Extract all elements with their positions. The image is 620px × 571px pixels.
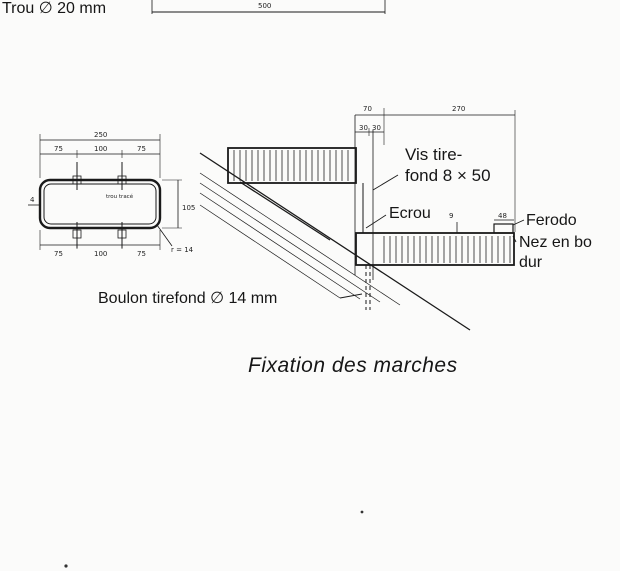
top-dim-label: 500 (258, 2, 271, 10)
lower-tread-grain (383, 236, 511, 263)
speck (64, 564, 68, 568)
vis-label-line2: fond 8 × 50 (405, 166, 491, 185)
top-dimension: 500 (151, 0, 386, 14)
dim-9: 9 (449, 212, 453, 220)
section-dim-a: 75 (54, 145, 63, 153)
dim-270: 270 (452, 105, 465, 113)
section-height: 105 (182, 204, 195, 212)
upper-tread-grain (233, 150, 349, 181)
section-dim-b-bottom: 100 (94, 250, 107, 258)
lower-tread (355, 232, 515, 266)
detail-dimensions: 70 30 30 270 48 9 (355, 105, 516, 234)
section-radius: r = 14 (171, 246, 194, 254)
riser-post (354, 115, 374, 310)
section-thickness: 4 (30, 196, 35, 204)
section-width-total: 250 (94, 131, 107, 139)
callout-leaders (339, 174, 525, 299)
dim-30b: 30 (372, 124, 381, 132)
section-dim-c-bottom: 75 (137, 250, 146, 258)
stringer-section: 250 75 100 75 75 100 75 105 4 r = 14 tro… (28, 131, 195, 258)
speck (360, 510, 364, 514)
upper-tread (227, 147, 357, 184)
section-dim-a-bottom: 75 (54, 250, 63, 258)
dim-30a: 30 (359, 124, 368, 132)
dim-70: 70 (363, 105, 372, 113)
section-dim-c: 75 (137, 145, 146, 153)
ferodo-label: Ferodo (526, 212, 577, 229)
ecrou-label: Ecrou (389, 205, 431, 222)
section-dim-b: 100 (94, 145, 107, 153)
figure-caption: Fixation des marches (248, 354, 458, 377)
section-note: trou tracé (106, 193, 134, 200)
nez-label-line1: Nez en bo (519, 234, 592, 251)
dim-48: 48 (498, 212, 507, 220)
vis-label-line1: Vis tire- (405, 145, 463, 164)
nez-label-line2: dur (519, 254, 543, 271)
boulon-label: Boulon tirefond ∅ 14 mm (98, 290, 278, 307)
top-hole-label: Trou ∅ 20 mm (2, 0, 107, 17)
